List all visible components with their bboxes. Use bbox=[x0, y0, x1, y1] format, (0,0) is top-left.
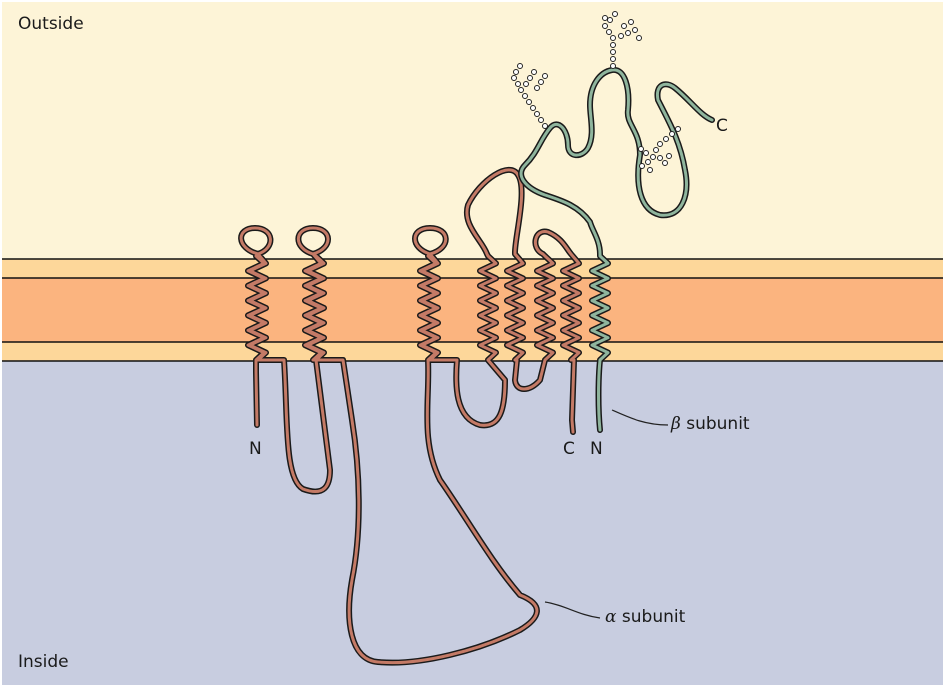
beta-c-terminus-label: C bbox=[716, 118, 728, 135]
beta-chain-outline bbox=[521, 70, 712, 430]
alpha-chain-outline bbox=[241, 170, 579, 663]
alpha-symbol: α bbox=[605, 607, 616, 627]
alpha-c-terminus-label: C bbox=[563, 441, 575, 458]
beta-chain-path bbox=[521, 70, 712, 430]
alpha-subunit-chain bbox=[241, 170, 579, 663]
alpha-subunit-text: subunit bbox=[622, 607, 685, 627]
glycan-3 bbox=[639, 127, 681, 173]
alpha-n-terminus-label: N bbox=[249, 441, 262, 458]
beta-subunit-text: subunit bbox=[686, 414, 749, 434]
membrane-core bbox=[2, 278, 943, 342]
beta-subunit-label: β subunit bbox=[671, 416, 750, 433]
alpha-chain-path bbox=[241, 170, 579, 663]
glycan-2 bbox=[603, 12, 642, 69]
beta-symbol: β bbox=[671, 414, 681, 434]
inside-label: Inside bbox=[18, 654, 69, 671]
outside-label: Outside bbox=[18, 16, 84, 33]
beta-subunit-chain bbox=[521, 70, 712, 430]
lipid-bilayer bbox=[2, 259, 943, 361]
beta-n-terminus-label: N bbox=[590, 441, 603, 458]
beta-leader-line bbox=[612, 410, 668, 425]
alpha-subunit-label: α subunit bbox=[605, 609, 685, 626]
glycan-1 bbox=[512, 64, 548, 129]
alpha-leader-line bbox=[545, 602, 600, 618]
